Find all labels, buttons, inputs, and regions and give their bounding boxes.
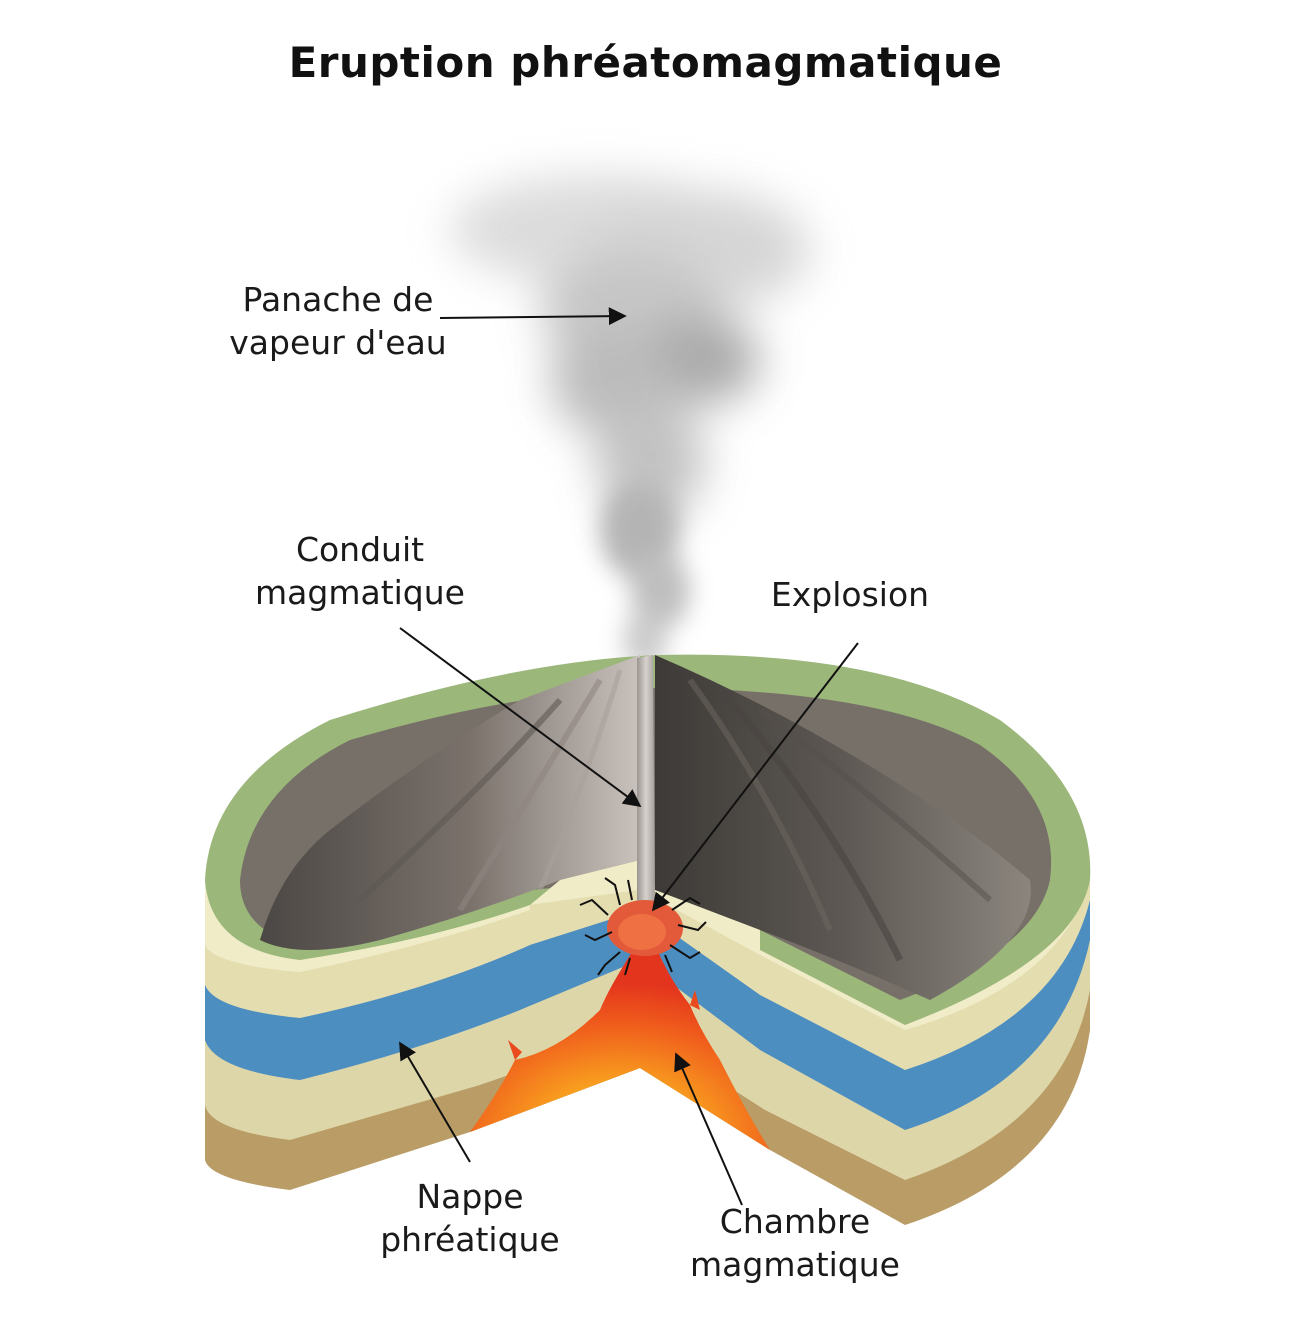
diagram-title: Eruption phréatomagmatique bbox=[288, 38, 1003, 87]
label-conduit-line2: magmatique bbox=[255, 573, 465, 612]
label-water-table-line1: Nappe bbox=[416, 1177, 524, 1216]
explosion-arrow bbox=[651, 642, 859, 912]
label-plume: Panache de vapeur d'eau bbox=[218, 278, 458, 364]
label-explosion-line1: Explosion bbox=[770, 575, 930, 614]
chamber-arrow bbox=[674, 1052, 743, 1206]
explosion-zone bbox=[579, 877, 707, 976]
label-arrows bbox=[399, 307, 859, 1206]
water-table-arrow bbox=[399, 1041, 471, 1163]
volcano-cone bbox=[260, 655, 1031, 1000]
magma-conduit bbox=[637, 655, 655, 905]
label-water-table: Nappe phréatique bbox=[360, 1175, 580, 1261]
label-chamber: Chambre magmatique bbox=[675, 1200, 915, 1286]
plume-arrow bbox=[439, 307, 627, 326]
label-conduit: Conduit magmatique bbox=[240, 528, 480, 614]
steam-plume bbox=[450, 175, 810, 670]
label-plume-line1: Panache de bbox=[242, 280, 434, 319]
label-plume-line2: vapeur d'eau bbox=[229, 323, 447, 362]
label-explosion: Explosion bbox=[760, 573, 940, 616]
label-chamber-line2: magmatique bbox=[690, 1245, 900, 1284]
label-water-table-line2: phréatique bbox=[380, 1220, 560, 1259]
conduit-arrow bbox=[399, 627, 642, 808]
label-chamber-line1: Chambre bbox=[719, 1202, 871, 1241]
label-conduit-line1: Conduit bbox=[295, 530, 425, 569]
